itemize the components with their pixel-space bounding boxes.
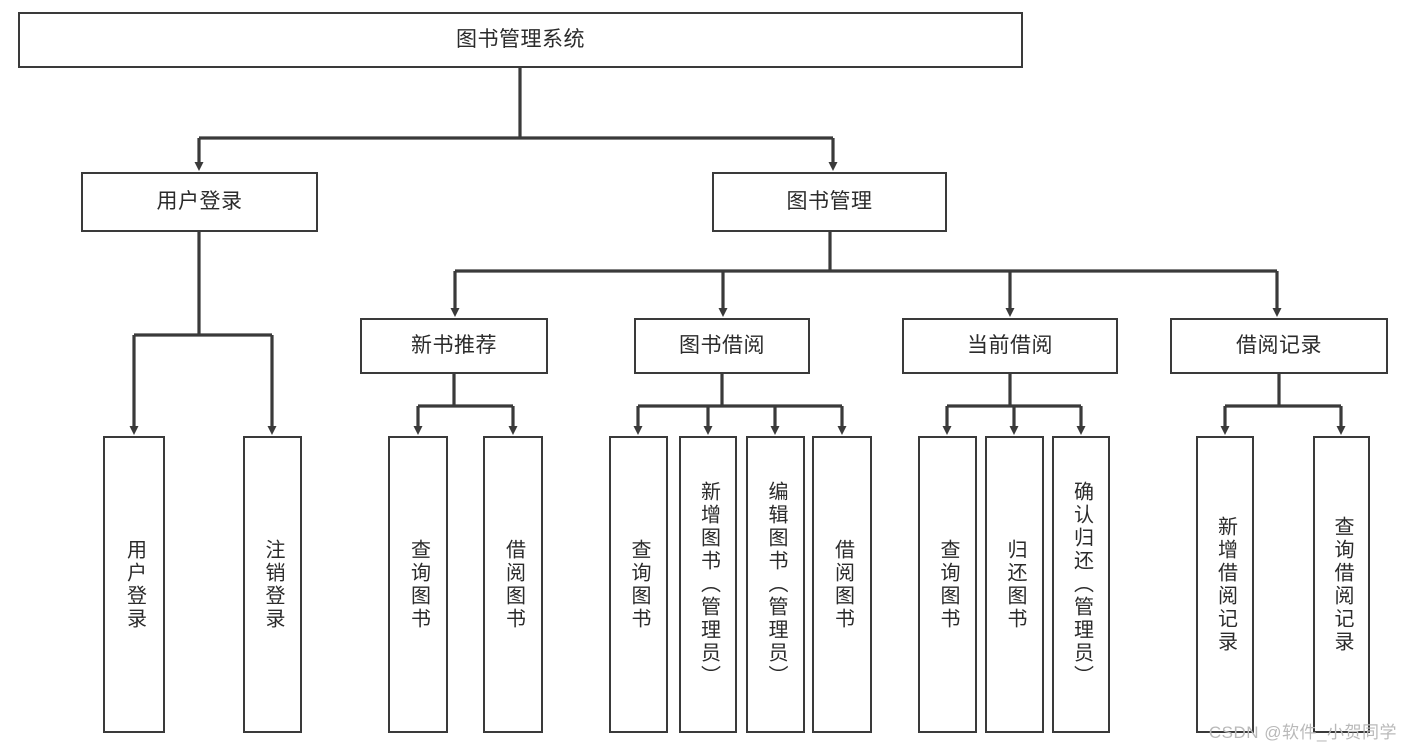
- node-leaf-edit-book-admin-label: 编辑图书（管理员）: [765, 481, 787, 688]
- node-new-book-rec-label: 新书推荐: [411, 333, 497, 357]
- node-current-borrow-label: 当前借阅: [967, 333, 1053, 357]
- node-leaf-borrow-book-2-label: 借阅图书: [831, 538, 854, 631]
- node-leaf-return-book-label: 归还图书: [1004, 538, 1026, 631]
- node-root[interactable]: 图书管理系统: [18, 12, 1023, 68]
- node-leaf-user-login[interactable]: 用户登录: [103, 436, 165, 733]
- new-book-rec-to-leaves-connectors: [413, 374, 518, 435]
- node-leaf-return-book[interactable]: 归还图书: [985, 436, 1044, 733]
- node-root-label: 图书管理系统: [456, 27, 585, 51]
- user-login-to-leaves-connectors: [129, 232, 277, 435]
- node-leaf-add-borrow-record-label: 新增借阅记录: [1214, 515, 1237, 654]
- node-leaf-query-borrow-record-label: 查询借阅记录: [1331, 515, 1353, 654]
- node-leaf-user-login-label: 用户登录: [123, 538, 146, 631]
- node-leaf-query-book-1-label: 查询图书: [407, 538, 430, 631]
- node-book-manage-label: 图书管理: [786, 189, 873, 213]
- node-borrow-record[interactable]: 借阅记录: [1170, 318, 1388, 374]
- book-borrow-to-leaves-connectors: [633, 374, 847, 435]
- node-book-borrow[interactable]: 图书借阅: [634, 318, 810, 374]
- node-leaf-confirm-return-admin-label: 确认归还（管理员）: [1070, 481, 1093, 688]
- node-current-borrow[interactable]: 当前借阅: [902, 318, 1118, 374]
- node-leaf-query-borrow-record[interactable]: 查询借阅记录: [1313, 436, 1370, 733]
- node-user-login-label: 用户登录: [156, 189, 243, 213]
- node-leaf-add-book-admin-label: 新增图书（管理员）: [697, 481, 720, 688]
- node-user-login[interactable]: 用户登录: [81, 172, 318, 232]
- node-leaf-query-book-3-label: 查询图书: [937, 538, 959, 631]
- node-leaf-query-book-1[interactable]: 查询图书: [388, 436, 448, 733]
- node-new-book-rec[interactable]: 新书推荐: [360, 318, 548, 374]
- node-book-manage[interactable]: 图书管理: [712, 172, 947, 232]
- borrow-record-to-leaves-connectors: [1220, 374, 1346, 435]
- node-leaf-user-logout-label: 注销登录: [262, 538, 284, 631]
- node-leaf-add-borrow-record[interactable]: 新增借阅记录: [1196, 436, 1254, 733]
- node-leaf-confirm-return-admin[interactable]: 确认归还（管理员）: [1052, 436, 1110, 733]
- node-leaf-query-book-2[interactable]: 查询图书: [609, 436, 668, 733]
- node-leaf-borrow-book-1-label: 借阅图书: [502, 538, 525, 631]
- node-leaf-query-book-2-label: 查询图书: [628, 538, 650, 631]
- node-leaf-borrow-book-1[interactable]: 借阅图书: [483, 436, 543, 733]
- book-manage-to-level3-connectors: [450, 232, 1282, 317]
- node-leaf-user-logout[interactable]: 注销登录: [243, 436, 302, 733]
- node-leaf-add-book-admin[interactable]: 新增图书（管理员）: [679, 436, 737, 733]
- node-book-borrow-label: 图书借阅: [679, 333, 765, 357]
- node-borrow-record-label: 借阅记录: [1236, 333, 1322, 357]
- root-to-level2-connectors: [194, 68, 838, 171]
- node-leaf-borrow-book-2[interactable]: 借阅图书: [812, 436, 872, 733]
- node-leaf-edit-book-admin[interactable]: 编辑图书（管理员）: [746, 436, 805, 733]
- node-leaf-query-book-3[interactable]: 查询图书: [918, 436, 977, 733]
- current-borrow-to-leaves-connectors: [942, 374, 1086, 435]
